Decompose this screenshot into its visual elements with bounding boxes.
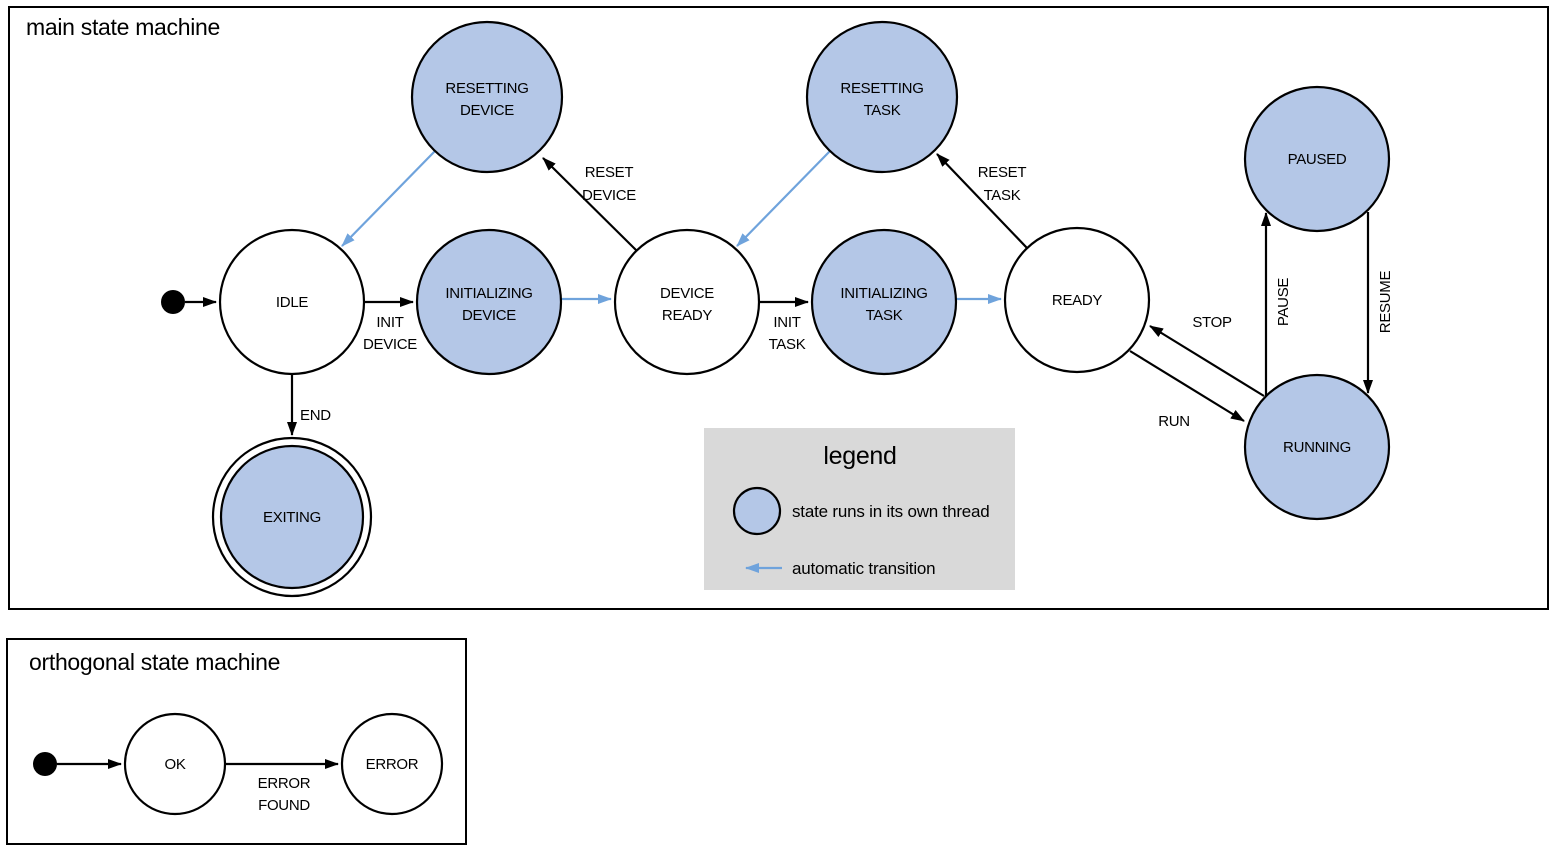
transition-label-init-device-line2: DEVICE: [363, 336, 417, 353]
legend-auto-transition-label: automatic transition: [792, 559, 935, 578]
transition-device-ready-to-resetting-device: [542, 157, 638, 252]
transition-label-init-task-line1: INIT: [773, 314, 800, 331]
state-initializing-device-label-line2: DEVICE: [462, 307, 516, 324]
transition-label-error-found-line2: FOUND: [258, 797, 310, 814]
state-resetting-device: [410, 20, 564, 174]
state-running: [1243, 373, 1391, 521]
state-ok-label: OK: [164, 756, 185, 773]
transition-label-reset-device-line1: RESET: [585, 164, 634, 181]
transition-running-to-ready-stop: [1149, 325, 1265, 397]
state-exiting-label: EXITING: [263, 509, 321, 526]
state-initializing-device: [415, 228, 563, 376]
state-error: [340, 712, 444, 816]
state-initializing-task: [810, 228, 958, 376]
state-idle: [218, 228, 366, 376]
state-paused: [1243, 85, 1391, 233]
transition-label-run: RUN: [1158, 413, 1190, 430]
state-resetting-device-label-line1: RESETTING: [445, 80, 528, 97]
transition-label-error-found-line1: ERROR: [258, 775, 311, 792]
state-ready-label: READY: [1052, 292, 1102, 309]
state-exiting: [219, 444, 365, 590]
legend-threaded-state-icon: [732, 486, 782, 536]
state-ok: [123, 712, 227, 816]
transition-label-init-device-line1: INIT: [376, 314, 403, 331]
transition-label-pause: PAUSE: [1275, 278, 1292, 327]
transition-auto-resetting-device-to-idle: [341, 150, 436, 247]
main-state-machine-title: main state machine: [26, 14, 221, 40]
legend-threaded-state-label: state runs in its own thread: [792, 502, 990, 521]
transition-auto-resetting-task-to-device-ready: [736, 150, 831, 247]
state-resetting-device-label-line2: DEVICE: [460, 102, 514, 119]
legend: legend state runs in its own thread auto…: [704, 428, 1015, 590]
legend-title: legend: [823, 442, 896, 470]
state-running-label: RUNNING: [1283, 439, 1351, 456]
transition-label-reset-device-line2: DEVICE: [582, 187, 636, 204]
state-device-ready-label-line1: DEVICE: [660, 285, 714, 302]
transition-label-stop: STOP: [1192, 314, 1232, 331]
state-resetting-task-label-line2: TASK: [864, 102, 901, 119]
state-resetting-task-label-line1: RESETTING: [840, 80, 923, 97]
transition-label-reset-task-line2: TASK: [984, 187, 1021, 204]
state-idle-label: IDLE: [276, 294, 308, 311]
orthogonal-state-machine-panel: orthogonal state machine ERROR FOUND OK …: [6, 638, 467, 845]
transition-ready-to-resetting-task: [936, 153, 1028, 249]
main-state-machine-panel: main state machine INIT DEVICE RESET DEV…: [8, 6, 1549, 610]
state-initializing-task-label-line2: TASK: [866, 307, 903, 324]
transition-label-resume: RESUME: [1377, 271, 1394, 334]
transition-label-end: END: [300, 407, 331, 424]
state-paused-label: PAUSED: [1288, 151, 1347, 168]
initial-state-dot: [33, 752, 57, 776]
state-error-label: ERROR: [366, 756, 419, 773]
state-initializing-device-label-line1: INITIALIZING: [445, 285, 532, 302]
state-resetting-task: [805, 20, 959, 174]
main-state-machine-diagram: INIT DEVICE RESET DEVICE INIT TASK RESET…: [161, 20, 1394, 598]
orthogonal-state-machine-title: orthogonal state machine: [29, 649, 281, 675]
orthogonal-state-machine-diagram: ERROR FOUND OK ERROR: [33, 712, 444, 816]
initial-state-dot: [161, 290, 185, 314]
state-ready: [1003, 226, 1151, 374]
transition-label-reset-task-line1: RESET: [978, 164, 1027, 181]
state-device-ready: [613, 228, 761, 376]
transition-ready-to-running-run: [1129, 350, 1245, 422]
state-initializing-task-label-line1: INITIALIZING: [840, 285, 927, 302]
transition-label-init-task-line2: TASK: [769, 336, 806, 353]
state-device-ready-label-line2: READY: [662, 307, 712, 324]
